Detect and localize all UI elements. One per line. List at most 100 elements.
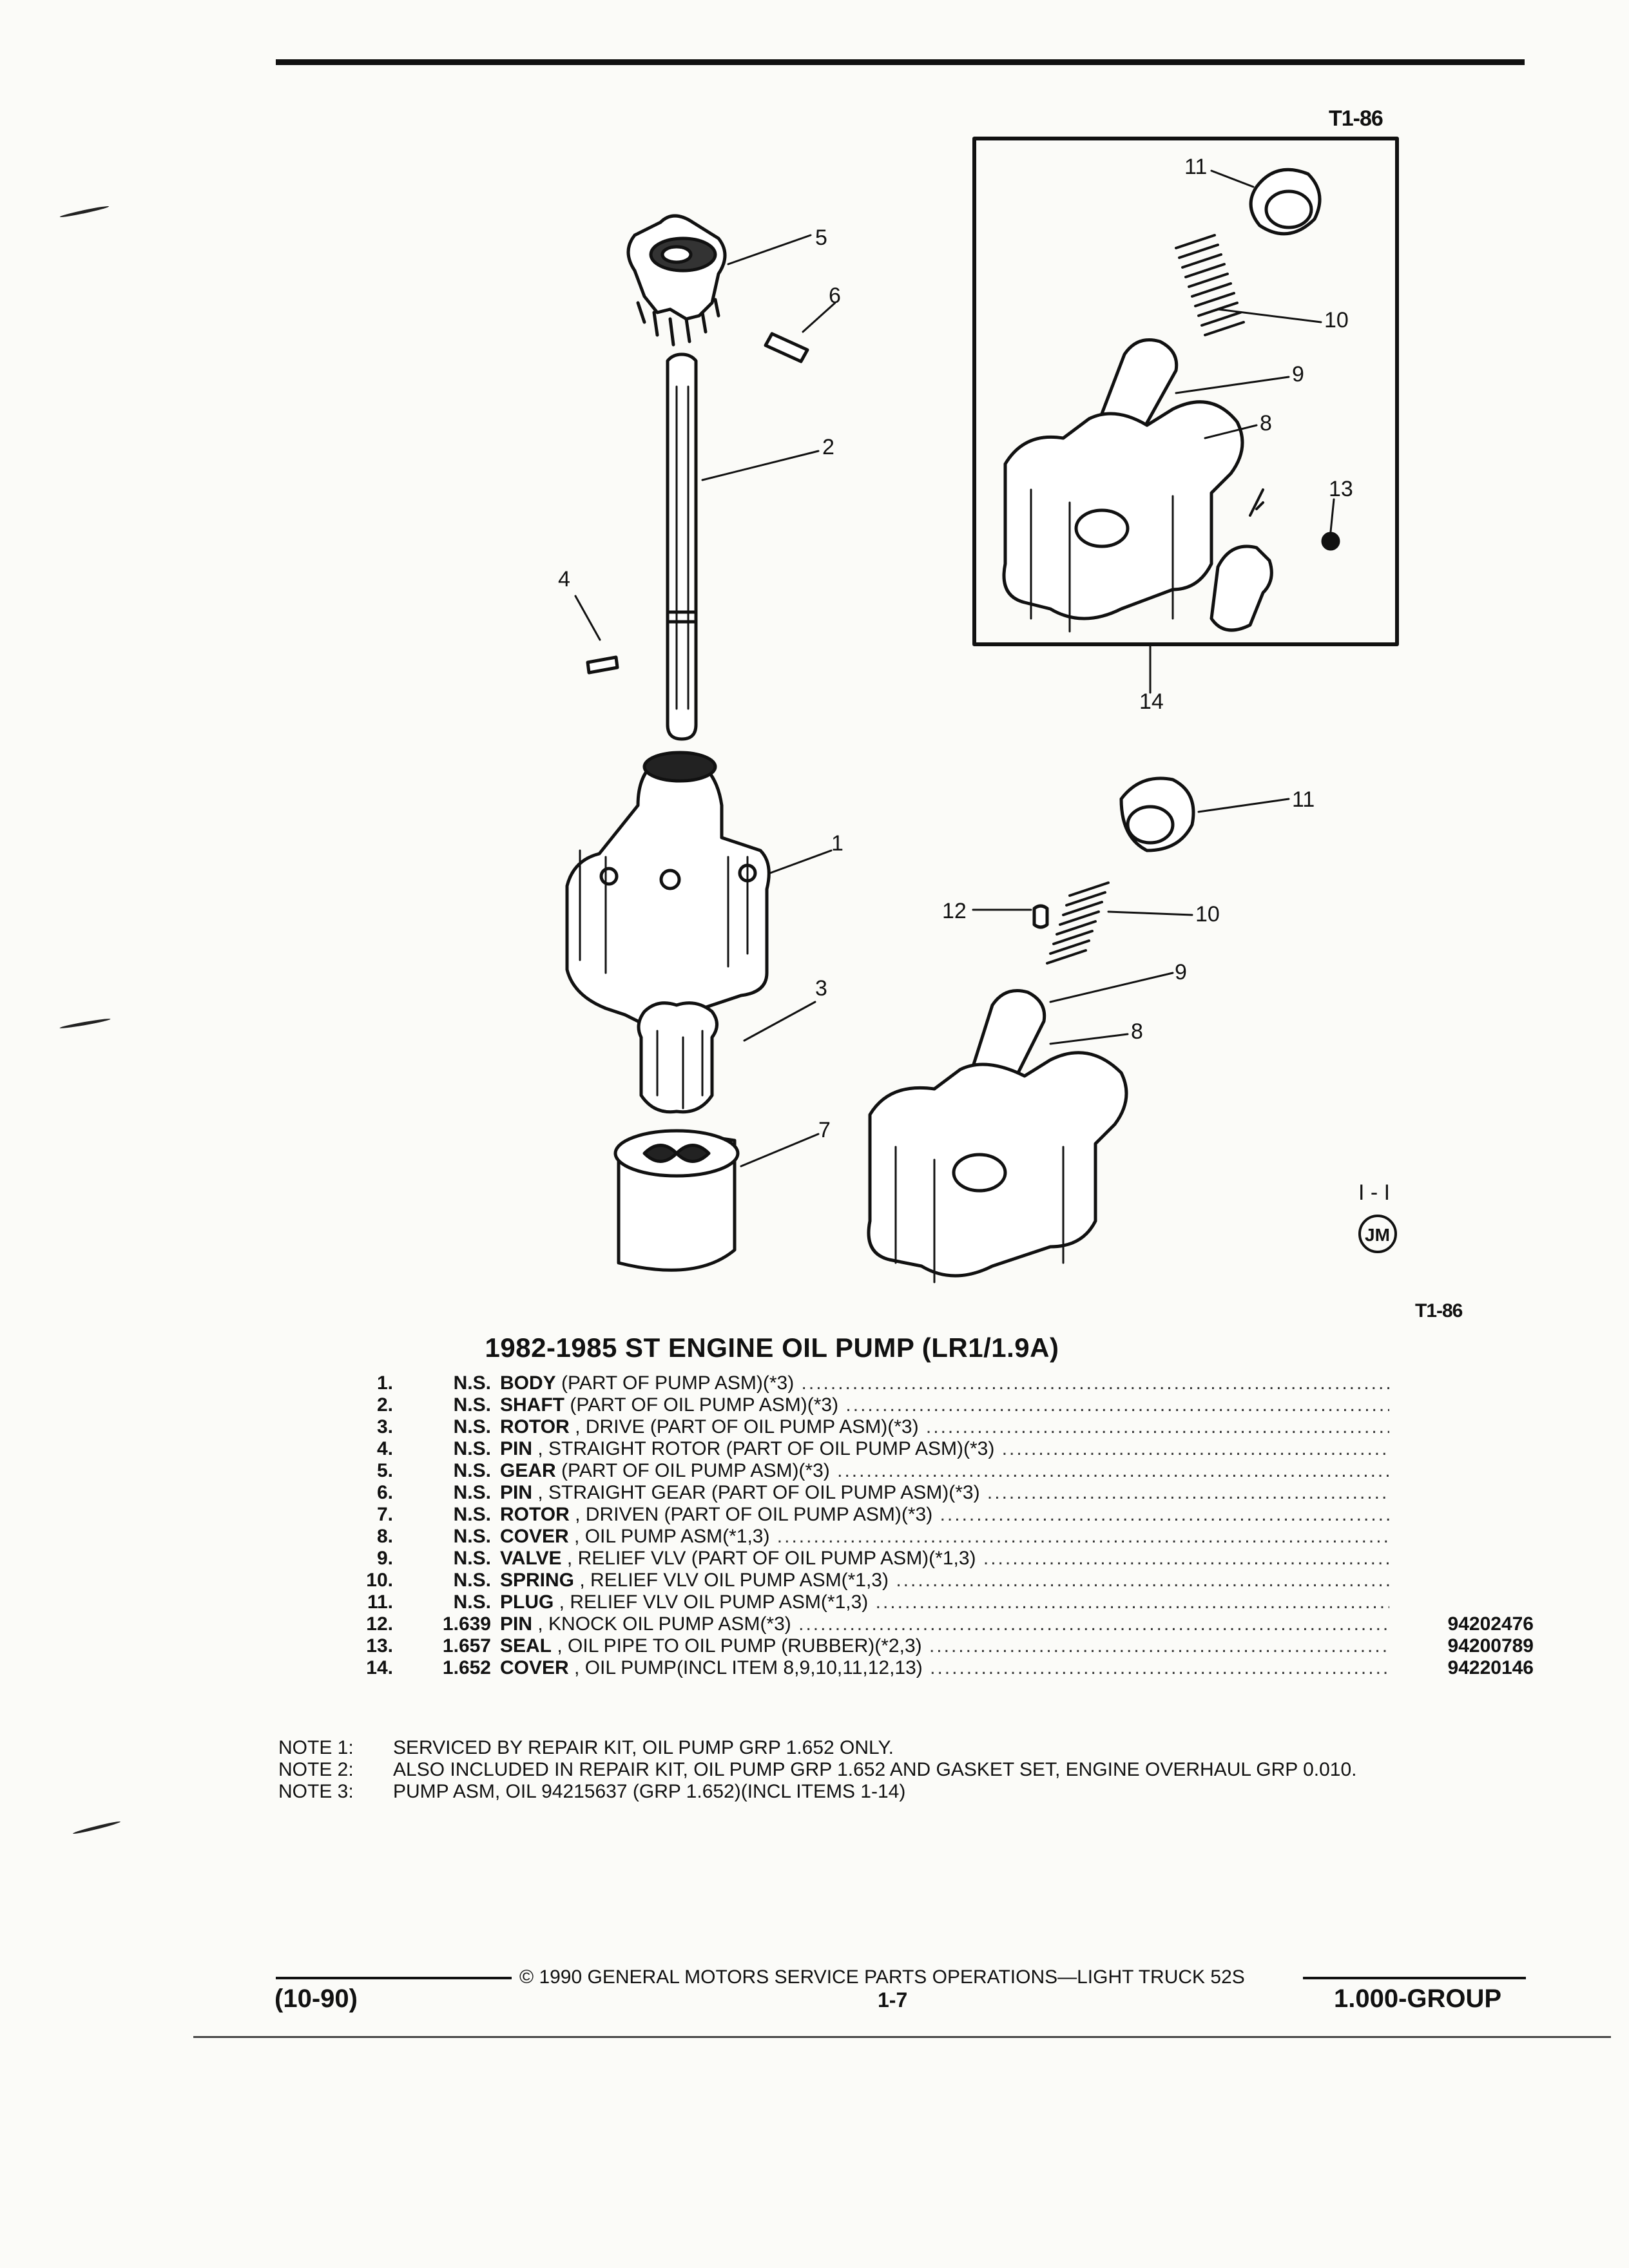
callout-12: 12 xyxy=(942,899,967,923)
dot-leader: ........................................… xyxy=(930,1657,1389,1678)
part-description: SPRING , RELIEF VLV OIL PUMP ASM(*1,3) .… xyxy=(500,1570,1389,1591)
part-description: SHAFT (PART OF OIL PUMP ASM)(*3) .......… xyxy=(500,1394,1389,1416)
callout-14: 14 xyxy=(1139,689,1164,714)
part-name: COVER xyxy=(500,1526,569,1547)
callout-8-inset: 8 xyxy=(1260,411,1272,436)
callout-3: 3 xyxy=(815,976,827,1001)
cover-8-inset xyxy=(1002,400,1244,633)
pin-4 xyxy=(586,655,619,675)
dot-leader: ........................................… xyxy=(801,1372,1389,1394)
notes: NOTE 1:SERVICED BY REPAIR KIT, OIL PUMP … xyxy=(278,1737,1503,1803)
spring-10-inset xyxy=(1175,234,1245,336)
part-name: PIN xyxy=(500,1482,533,1503)
callout-11-inset: 11 xyxy=(1184,155,1207,179)
part-name: SHAFT xyxy=(500,1394,564,1416)
dot-leader: ........................................… xyxy=(987,1482,1389,1503)
part-number: 7. xyxy=(376,1504,393,1525)
exploded-view-illustration: 5 6 2 4 1 3 7 11 10 9 8 13 14 11 12 10 9… xyxy=(558,137,1399,1283)
callout-7: 7 xyxy=(818,1118,831,1142)
note: NOTE 3:PUMP ASM, OIL 94215637 (GRP 1.652… xyxy=(278,1781,1503,1803)
footer-rule-left xyxy=(276,1977,512,1979)
part-group: N.S. xyxy=(453,1372,491,1394)
part-number: 9. xyxy=(376,1548,393,1569)
dot-leader: ........................................… xyxy=(837,1460,1389,1481)
dot-leader: ........................................… xyxy=(1001,1438,1389,1459)
part-name: VALVE xyxy=(500,1548,562,1569)
note-label: NOTE 3: xyxy=(278,1781,354,1802)
part-number: 3. xyxy=(376,1416,393,1437)
part-row: 8.N.S.COVER , OIL PUMP ASM(*1,3) .......… xyxy=(348,1526,1534,1548)
part-row: 14. 1.652 COVER , OIL PUMP(INCL ITEM 8,9,1… xyxy=(348,1657,1534,1679)
part-number: 5. xyxy=(376,1460,393,1481)
pin-6 xyxy=(764,332,809,363)
part-row: 5. N.S. GEAR (PART OF OIL PUMP ASM)(*3) ..… xyxy=(348,1460,1534,1482)
part-row: 1.N.S.BODY (PART OF PUMP ASM)(*3) ......… xyxy=(348,1372,1534,1394)
footer-rule-right xyxy=(1303,1977,1526,1979)
callout-10-inset: 10 xyxy=(1324,308,1349,332)
figure-code-bottom: T1-86 xyxy=(1415,1300,1463,1321)
callout-4: 4 xyxy=(558,567,570,591)
part-description: GEAR (PART OF OIL PUMP ASM)(*3) ........… xyxy=(500,1460,1389,1482)
dot-leader: ........................................… xyxy=(845,1394,1389,1416)
part-description: ROTOR , DRIVE (PART OF OIL PUMP ASM)(*3)… xyxy=(500,1416,1389,1438)
part-group: N.S. xyxy=(453,1504,491,1525)
callout-9-lower: 9 xyxy=(1175,960,1187,985)
title-text: 1982-1985 ST ENGINE OIL PUMP (LR1/1.9A) xyxy=(485,1332,1059,1363)
part-number: 2. xyxy=(376,1394,393,1416)
part-catalog-number: 94200789 xyxy=(1447,1635,1534,1657)
callout-11-lower: 11 xyxy=(1292,787,1315,812)
part-group: 1.657 xyxy=(442,1635,491,1657)
part-row: 10.N.S.SPRING , RELIEF VLV OIL PUMP ASM(… xyxy=(348,1570,1534,1591)
page-title: 1982-1985 ST ENGINE OIL PUMP (LR1/1.9A) xyxy=(0,1332,1629,1363)
part-number: 8. xyxy=(376,1526,393,1547)
part-description: PLUG , RELIEF VLV OIL PUMP ASM(*1,3) ...… xyxy=(500,1591,1389,1613)
leader-lines xyxy=(574,169,1335,1168)
part-row: 11.N.S.PLUG , RELIEF VLV OIL PUMP ASM(*1… xyxy=(348,1591,1534,1613)
footer-date: (10-90) xyxy=(275,1984,358,2013)
note-label: NOTE 1: xyxy=(278,1737,354,1758)
driven-rotor xyxy=(613,1129,740,1272)
part-name: SPRING xyxy=(500,1570,575,1591)
footer-page-number: 1-7 xyxy=(878,1988,908,2012)
part-group: N.S. xyxy=(453,1460,491,1481)
part-group: N.S. xyxy=(453,1526,491,1547)
scan-mark xyxy=(72,1820,121,1836)
part-row: 6.N.S.PIN , STRAIGHT GEAR (PART OF OIL P… xyxy=(348,1482,1534,1504)
note: NOTE 2:ALSO INCLUDED IN REPAIR KIT, OIL … xyxy=(278,1759,1503,1781)
part-description: SEAL , OIL PIPE TO OIL PUMP (RUBBER)(*2,… xyxy=(500,1635,1389,1657)
part-name: COVER xyxy=(500,1657,569,1678)
part-group: N.S. xyxy=(453,1416,491,1437)
footer-group: 1.000-GROUP xyxy=(1334,1984,1502,2013)
part-number: 11. xyxy=(367,1591,393,1613)
part-name: PIN xyxy=(500,1438,533,1459)
part-detail: , OIL PUMP ASM(*1,3) xyxy=(568,1526,770,1547)
part-detail: , DRIVEN (PART OF OIL PUMP ASM)(*3) xyxy=(569,1504,933,1525)
part-catalog-number: 94202476 xyxy=(1447,1613,1534,1635)
part-detail: , STRAIGHT ROTOR (PART OF OIL PUMP ASM)(… xyxy=(532,1438,995,1459)
part-row: 4.N.S.PIN , STRAIGHT ROTOR (PART OF OIL … xyxy=(348,1438,1534,1460)
callout-13: 13 xyxy=(1329,477,1353,501)
part-group: 1.652 xyxy=(442,1657,491,1678)
part-description: VALVE , RELIEF VLV (PART OF OIL PUMP ASM… xyxy=(500,1548,1389,1570)
spring-10-lower xyxy=(1046,881,1110,965)
part-number: 13. xyxy=(366,1635,393,1657)
dot-leader: ........................................… xyxy=(798,1613,1389,1635)
part-detail: , OIL PUMP(INCL ITEM 8,9,10,11,12,13) xyxy=(568,1657,923,1678)
part-row: 13. 1.657 SEAL , OIL PIPE TO OIL PUMP (RUB… xyxy=(348,1635,1534,1657)
dot-leader: ........................................… xyxy=(940,1504,1389,1525)
note: NOTE 1:SERVICED BY REPAIR KIT, OIL PUMP … xyxy=(278,1737,1503,1759)
dot-leader: ........................................… xyxy=(896,1570,1389,1591)
dot-leader: ........................................… xyxy=(929,1635,1389,1657)
callout-9-inset: 9 xyxy=(1292,362,1304,387)
dot-leader: ........................................… xyxy=(875,1591,1389,1613)
part-detail: , OIL PIPE TO OIL PUMP (RUBBER)(*2,3) xyxy=(552,1635,922,1657)
part-row: 2.N.S.SHAFT (PART OF OIL PUMP ASM)(*3) .… xyxy=(348,1394,1534,1416)
part-number: 14. xyxy=(366,1657,393,1678)
part-number: 6. xyxy=(376,1482,393,1503)
part-group: N.S. xyxy=(453,1548,491,1569)
part-number: 1. xyxy=(376,1372,393,1394)
callout-10-lower: 10 xyxy=(1195,902,1220,927)
jm-logo: JM xyxy=(1365,1225,1390,1245)
callout-1: 1 xyxy=(831,831,843,856)
